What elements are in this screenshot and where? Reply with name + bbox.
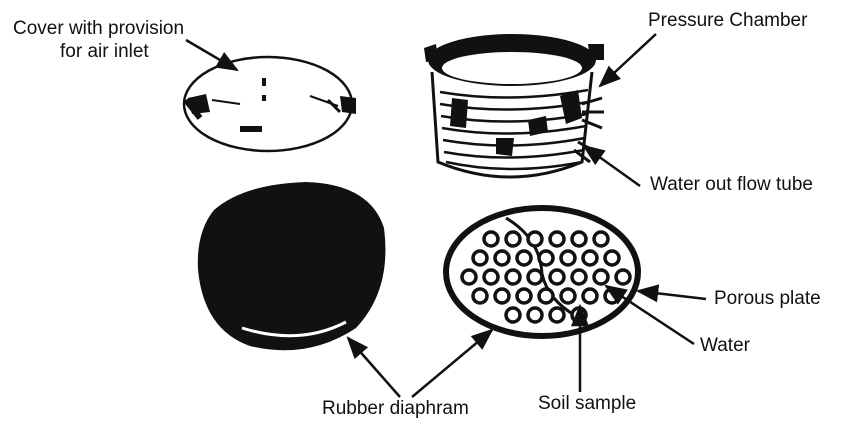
pore xyxy=(484,270,498,284)
pore xyxy=(583,251,597,265)
pore xyxy=(550,232,564,246)
pore xyxy=(539,289,553,303)
pore xyxy=(495,289,509,303)
pore xyxy=(583,289,597,303)
rubber-diaphragm-drawing xyxy=(198,182,386,350)
pore xyxy=(517,251,531,265)
pore xyxy=(506,308,520,322)
pore xyxy=(561,289,575,303)
label-rubber-diaphragm: Rubber diaphram xyxy=(322,398,469,420)
label-cover-line2: for air inlet xyxy=(60,41,149,63)
label-porous-plate: Porous plate xyxy=(714,288,821,310)
pore xyxy=(528,232,542,246)
pore xyxy=(572,232,586,246)
label-water: Water xyxy=(700,335,750,357)
pressure-chamber-drawing xyxy=(424,34,604,177)
pore xyxy=(561,251,575,265)
pore xyxy=(484,232,498,246)
pore xyxy=(572,270,586,284)
pore xyxy=(605,251,619,265)
label-cover-line1: Cover with provision xyxy=(13,18,184,40)
pore xyxy=(506,232,520,246)
pore xyxy=(517,289,531,303)
pore xyxy=(473,251,487,265)
pore xyxy=(594,232,608,246)
label-pressure-chamber: Pressure Chamber xyxy=(648,10,807,32)
pore xyxy=(528,270,542,284)
porous-plate-drawing xyxy=(446,208,638,336)
label-water-outflow-tube: Water out flow tube xyxy=(650,174,813,196)
pore xyxy=(594,270,608,284)
pore xyxy=(495,251,509,265)
pore xyxy=(528,308,542,322)
pore xyxy=(462,270,476,284)
pore xyxy=(539,251,553,265)
pore xyxy=(506,270,520,284)
pore xyxy=(550,308,564,322)
cover-drawing xyxy=(184,57,356,151)
pore xyxy=(616,270,630,284)
label-soil-sample: Soil sample xyxy=(538,393,636,415)
pore xyxy=(473,289,487,303)
pore xyxy=(550,270,564,284)
